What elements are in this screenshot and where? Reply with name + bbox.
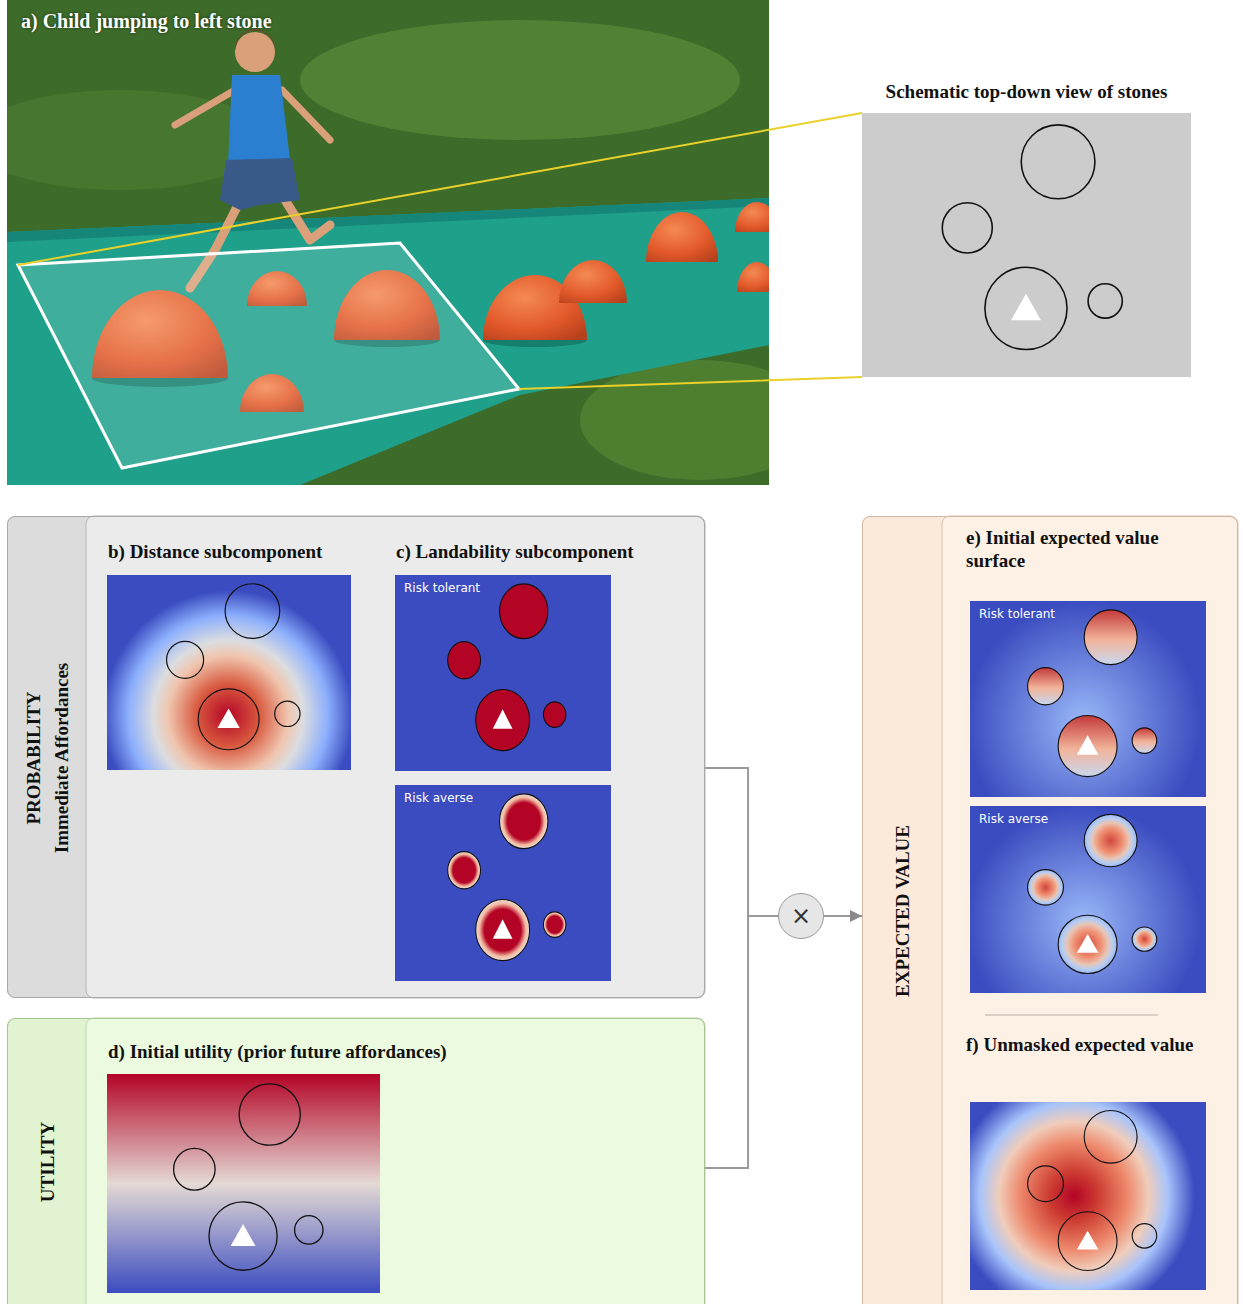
panel-label: a) Child jumping to left stone <box>21 10 755 33</box>
connector-line <box>824 915 862 917</box>
condition-label: Risk averse <box>404 791 604 805</box>
section-title: PROBABILITY <box>20 538 48 978</box>
art-path <box>559 260 627 303</box>
art-polygon <box>7 198 769 485</box>
art-use <box>942 125 1122 350</box>
schematic-stones <box>942 125 1122 350</box>
heatmap-panel: Risk tolerant <box>396 576 612 772</box>
heatmap-panel: Risk averse <box>396 786 612 982</box>
art-polygon <box>228 75 290 165</box>
art-rect <box>970 1102 1206 1290</box>
expected-value-group: f) Unmasked expected value <box>966 1034 1216 1294</box>
art-use <box>1028 814 1157 973</box>
art-polygon <box>220 158 300 210</box>
art-polyline <box>285 200 330 240</box>
photo-panel: a) Child jumping to left stone <box>7 0 769 485</box>
multiply-operator: × <box>778 893 824 939</box>
panel-ground <box>7 1018 705 1304</box>
art-use <box>448 584 566 751</box>
art-rect <box>395 575 611 771</box>
art-path <box>735 202 769 232</box>
heatmap-panel: Risk averse <box>971 807 1207 994</box>
connector-line <box>18 113 862 389</box>
utility-panel: UTILITY d) Initial utility (prior future … <box>7 1018 705 1304</box>
art-line <box>175 90 235 125</box>
unmasked-heatmap <box>970 1102 1206 1290</box>
art-use <box>174 1084 323 1270</box>
art-circle <box>235 32 275 72</box>
section-title: UTILITY <box>34 1032 62 1292</box>
art-use <box>448 794 566 961</box>
panel-ground <box>862 516 1238 1304</box>
expected-value-heatmap <box>970 806 1206 993</box>
panel-ground <box>942 516 1238 1304</box>
expected-value-heatmap <box>970 601 1206 797</box>
art-rect <box>107 1074 380 1293</box>
expected-value-group: e) Initial expected value surfaceRisk to… <box>966 527 1216 998</box>
schematic-ground <box>862 113 1191 377</box>
art-path <box>646 212 718 262</box>
section-title: Immediate Affordances <box>48 538 76 978</box>
probability-panel: PROBABILITYImmediate Affordances b) Dista… <box>7 516 705 998</box>
operator-symbol: × <box>779 894 823 938</box>
section-title: EXPECTED VALUE <box>889 561 917 1261</box>
panel-heading: Schematic top-down view of stones <box>822 81 1231 103</box>
art-use <box>448 584 566 751</box>
distance-heatmap <box>107 575 351 770</box>
panel-heading: d) Initial utility (prior future afforda… <box>108 1041 668 1064</box>
art-path <box>235 29 275 50</box>
landability-heatmap <box>395 575 611 771</box>
expected-value-panel: EXPECTED VALUE e) Initial expected value … <box>862 516 1238 1304</box>
art-path <box>737 262 769 292</box>
connector-line <box>705 768 778 916</box>
panel-heading: e) Initial expected value surface <box>966 527 1206 573</box>
art-use <box>448 794 566 961</box>
panel-ground <box>86 516 705 998</box>
art-use <box>1028 610 1157 777</box>
art-polygon <box>18 243 519 468</box>
art-rect <box>395 785 611 981</box>
rotated-title: PROBABILITYImmediate Affordances <box>20 538 76 978</box>
schematic-box: Schematic top-down view of stones <box>862 113 1191 377</box>
art-use <box>1028 610 1157 777</box>
art-use <box>1028 814 1157 973</box>
condition-label: Risk tolerant <box>979 607 1199 621</box>
utility-heatmap <box>107 1074 380 1293</box>
panel-ground <box>7 516 705 998</box>
art-rect <box>970 806 1206 993</box>
utility-map-panel: d) Initial utility (prior future afforda… <box>108 1041 668 1294</box>
art-rect <box>107 575 351 770</box>
rotated-title: EXPECTED VALUE <box>889 561 917 1261</box>
panel-heading: c) Landability subcomponent <box>396 541 696 564</box>
art-rect <box>970 601 1206 797</box>
art-use <box>1028 1110 1157 1270</box>
panel-ground <box>86 1018 705 1304</box>
subcomponent-panel: c) Landability subcomponentRisk tolerant… <box>396 541 696 982</box>
art-ellipse <box>300 20 740 140</box>
rotated-title: UTILITY <box>34 1032 62 1292</box>
connector-line <box>705 916 778 1168</box>
separator-line <box>985 1014 1158 1016</box>
subcomponent-panel: b) Distance subcomponent <box>108 541 368 772</box>
art-line <box>282 90 330 140</box>
photo-illustration <box>7 0 769 485</box>
art-use <box>167 584 301 750</box>
art-ellipse <box>580 360 769 480</box>
condition-label: Risk averse <box>979 812 1199 826</box>
heatmap-panel: Risk tolerant <box>971 602 1207 798</box>
landability-heatmap <box>395 785 611 981</box>
condition-label: Risk tolerant <box>404 581 604 595</box>
panel-heading: f) Unmasked expected value <box>966 1034 1206 1057</box>
panel-heading: b) Distance subcomponent <box>108 541 368 564</box>
